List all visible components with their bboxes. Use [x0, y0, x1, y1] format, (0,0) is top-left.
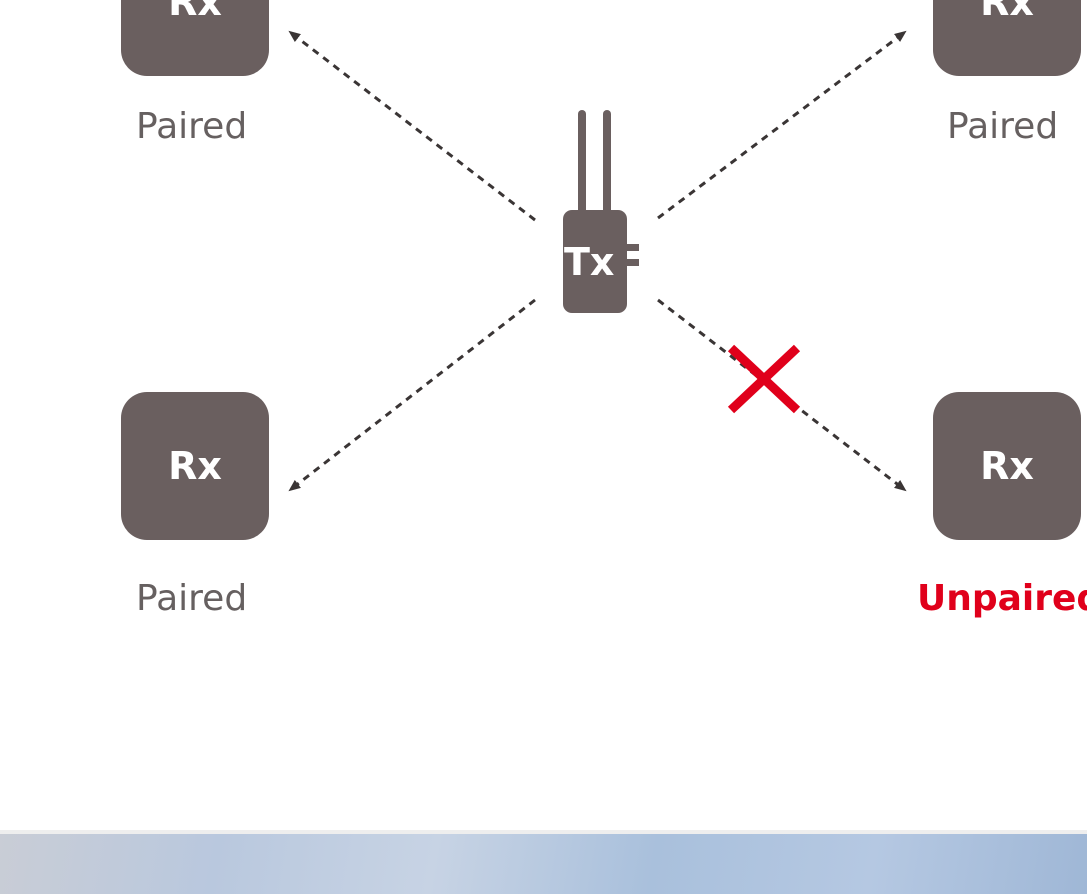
receiver-bottom-right: Rx [933, 392, 1081, 540]
connector-pin-bottom [625, 259, 639, 266]
link-top-right [658, 32, 905, 218]
status-bottom-left: Paired [136, 578, 247, 619]
link-top-left [290, 32, 535, 220]
receiver-label: Rx [980, 444, 1034, 488]
pairing-diagram: Tx Rx Paired Rx Paired Rx Paired Rx Unpa… [0, 0, 1087, 830]
antenna-right [603, 110, 611, 218]
status-top-left: Paired [136, 106, 247, 147]
status-bottom-right: Unpaired [917, 578, 1087, 619]
connector-pin-top [625, 244, 639, 251]
receiver-top-left: Rx [121, 0, 269, 76]
antenna-left [578, 110, 586, 218]
transmitter-label: Tx [564, 240, 614, 284]
blocked-link-x-icon [731, 348, 797, 410]
receiver-bottom-left: Rx [121, 392, 269, 540]
background-photo-strip [0, 830, 1087, 894]
link-bottom-left [290, 300, 535, 490]
receiver-label: Rx [980, 0, 1034, 24]
receiver-label: Rx [168, 444, 222, 488]
receiver-label: Rx [168, 0, 222, 24]
receiver-top-right: Rx [933, 0, 1081, 76]
status-top-right: Paired [947, 106, 1058, 147]
